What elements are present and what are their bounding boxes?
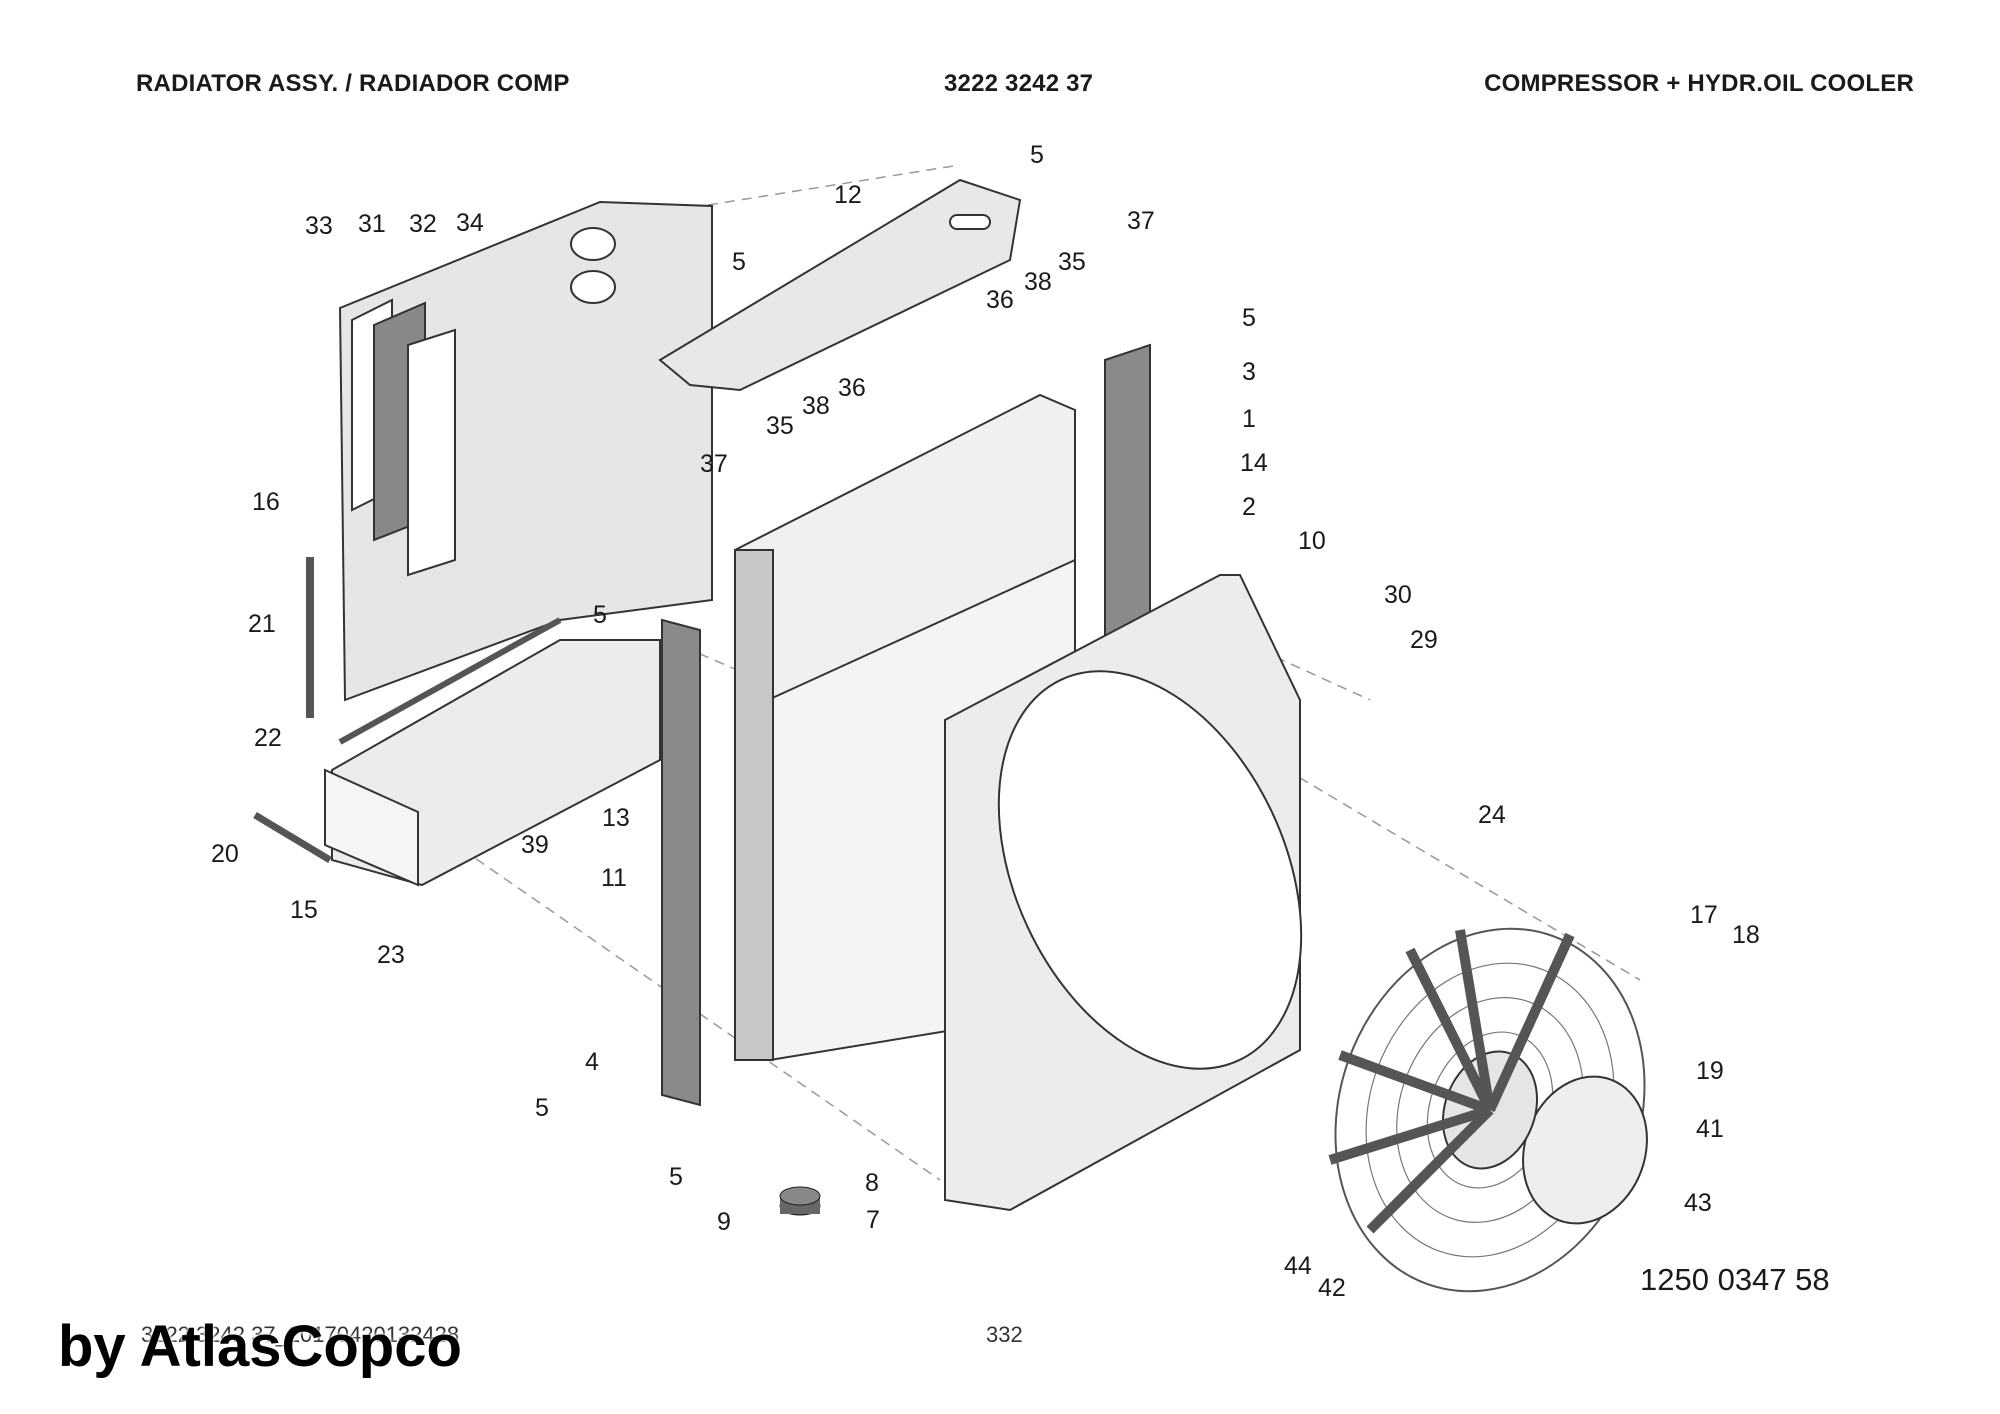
callout-label: 5	[669, 1163, 683, 1191]
callout-label: 7	[866, 1206, 880, 1234]
callout-label: 5	[732, 248, 746, 276]
fan-assembly-19	[1328, 927, 1648, 1293]
callout-label: 1	[1242, 405, 1256, 433]
callout-label: 12	[834, 181, 862, 209]
side-panel-16	[338, 200, 713, 702]
callout-label: 20	[211, 840, 239, 868]
callout-label: 19	[1696, 1057, 1724, 1085]
drawing-reference-number: 1250 0347 58	[1640, 1262, 1830, 1297]
seal-strip-20	[253, 811, 332, 864]
callout-label: 43	[1684, 1189, 1712, 1217]
callout-label: 39	[521, 831, 549, 859]
panel-hole-lower	[570, 270, 616, 304]
callout-label: 30	[1384, 581, 1412, 609]
callout-label: 31	[358, 210, 386, 238]
seal-34	[407, 328, 456, 577]
callout-label: 36	[986, 286, 1014, 314]
callout-label: 18	[1732, 921, 1760, 949]
callout-label: 3	[1242, 358, 1256, 386]
callout-label: 17	[1690, 901, 1718, 929]
callout-label: 15	[290, 896, 318, 924]
callout-label: 10	[1298, 527, 1326, 555]
callout-label: 35	[1058, 248, 1086, 276]
header-title-right: COMPRESSOR + HYDR.OIL COOLER	[1484, 70, 1914, 97]
cooler-frame-left	[734, 549, 774, 1061]
callout-label: 16	[252, 488, 280, 516]
panel-hole-upper	[570, 227, 616, 261]
callout-label: 24	[1478, 801, 1506, 829]
callout-label: 2	[1242, 493, 1256, 521]
side-bracket-3	[1104, 343, 1151, 642]
callout-label: 14	[1240, 449, 1268, 477]
callout-label: 36	[838, 374, 866, 402]
callout-label: 9	[717, 1208, 731, 1236]
callout-label: 35	[766, 412, 794, 440]
callout-label: 33	[305, 212, 333, 240]
callout-label: 22	[254, 724, 282, 752]
side-bracket-4	[661, 618, 701, 1107]
rubber-mount-9	[779, 1186, 821, 1216]
callout-label: 8	[865, 1169, 879, 1197]
callout-label: 34	[456, 209, 484, 237]
callout-label: 44	[1284, 1252, 1312, 1280]
callout-label: 11	[601, 864, 627, 892]
callout-label: 21	[248, 610, 276, 638]
callout-label: 23	[377, 941, 405, 969]
callout-label: 5	[1030, 141, 1044, 169]
header-title-left: RADIATOR ASSY. / RADIADOR COMP	[136, 70, 570, 97]
top-bracket-12	[658, 178, 1022, 392]
callout-label: 5	[535, 1094, 549, 1122]
callout-label: 41	[1696, 1115, 1724, 1143]
callout-label: 4	[585, 1048, 599, 1076]
callout-label: 29	[1410, 626, 1438, 654]
callout-label: 38	[802, 392, 830, 420]
bottom-shroud-lip	[324, 768, 419, 887]
top-bracket-slot	[949, 214, 991, 230]
footer-document-code: 3222 3242 37_20170420132428	[141, 1322, 460, 1347]
seal-strip-22	[338, 617, 562, 745]
callout-label: 42	[1318, 1274, 1346, 1302]
callout-label: 5	[1242, 304, 1256, 332]
footer-page-number: 332	[986, 1322, 1023, 1347]
callout-label: 37	[1127, 207, 1155, 235]
header-part-number: 3222 3242 37	[944, 70, 1094, 97]
callout-label: 38	[1024, 268, 1052, 296]
watermark-text: by AtlasCopco	[58, 1314, 462, 1379]
callout-label: 5	[593, 601, 607, 629]
fan-shroud-opening	[997, 670, 1303, 1070]
callout-label: 32	[409, 210, 437, 238]
callout-label: 13	[602, 804, 630, 832]
callout-label: 37	[700, 450, 728, 478]
